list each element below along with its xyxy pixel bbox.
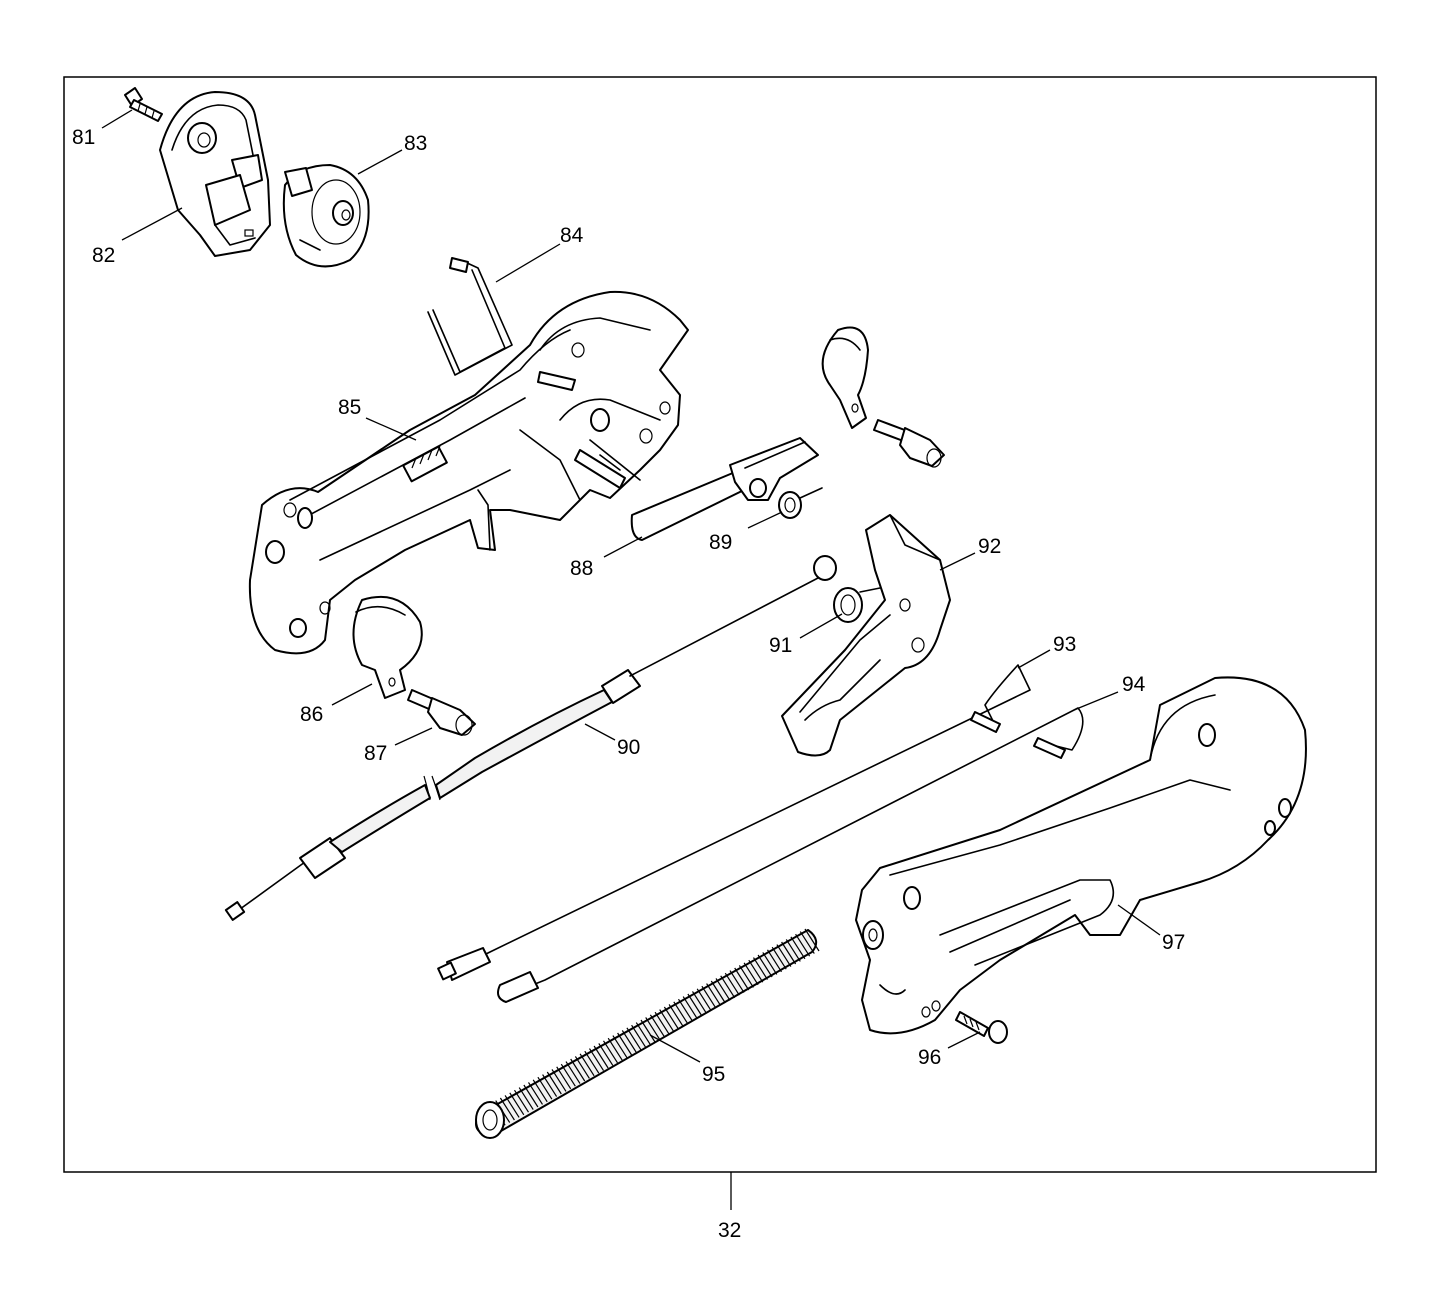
- label-97: 97: [1162, 931, 1185, 954]
- label-88: 88: [570, 557, 593, 580]
- part-90-throttle-cable[interactable]: [224, 555, 837, 921]
- part-89-spring[interactable]: [778, 487, 823, 519]
- label-81: 81: [72, 126, 95, 149]
- part-clamp-band-upper[interactable]: [821, 326, 869, 429]
- diagram-frame: [63, 76, 1377, 1173]
- part-83-reel[interactable]: [282, 164, 370, 268]
- part-84-wire-spring[interactable]: [427, 257, 513, 376]
- label-89: 89: [709, 531, 732, 554]
- label-82: 82: [92, 244, 115, 267]
- label-94: 94: [1122, 673, 1146, 696]
- label-90: 90: [617, 736, 640, 759]
- part-81-screw[interactable]: [124, 87, 163, 122]
- part-bolt-upper[interactable]: [873, 419, 945, 468]
- part-96-screw[interactable]: [955, 1011, 1008, 1044]
- part-85-handle-housing[interactable]: [248, 290, 689, 655]
- part-82-cover[interactable]: [159, 91, 271, 257]
- label-assembly-32: 32: [718, 1219, 741, 1242]
- part-labels: 81 82 83 84 85 86 87 88 89 90 91 92 93 9…: [72, 126, 1185, 1242]
- part-93-cable[interactable]: [437, 664, 1031, 981]
- leader-lines: [101, 109, 1161, 1063]
- part-97-handle-housing[interactable]: [855, 676, 1307, 1035]
- label-92: 92: [978, 535, 1001, 558]
- label-87: 87: [364, 742, 387, 765]
- label-95: 95: [702, 1063, 725, 1086]
- label-86: 86: [300, 703, 323, 726]
- label-91: 91: [769, 634, 792, 657]
- part-87-bolt[interactable]: [407, 689, 476, 736]
- label-84: 84: [560, 224, 584, 247]
- label-96: 96: [918, 1046, 941, 1069]
- label-93: 93: [1053, 633, 1076, 656]
- part-86-clamp-band[interactable]: [352, 595, 423, 699]
- part-92-trigger-lever[interactable]: [781, 514, 951, 757]
- label-85: 85: [338, 396, 361, 419]
- part-91-spring[interactable]: [833, 587, 881, 623]
- part-88-lock-lever[interactable]: [630, 437, 819, 541]
- label-83: 83: [404, 132, 427, 155]
- part-95-spring-hose[interactable]: [475, 928, 820, 1139]
